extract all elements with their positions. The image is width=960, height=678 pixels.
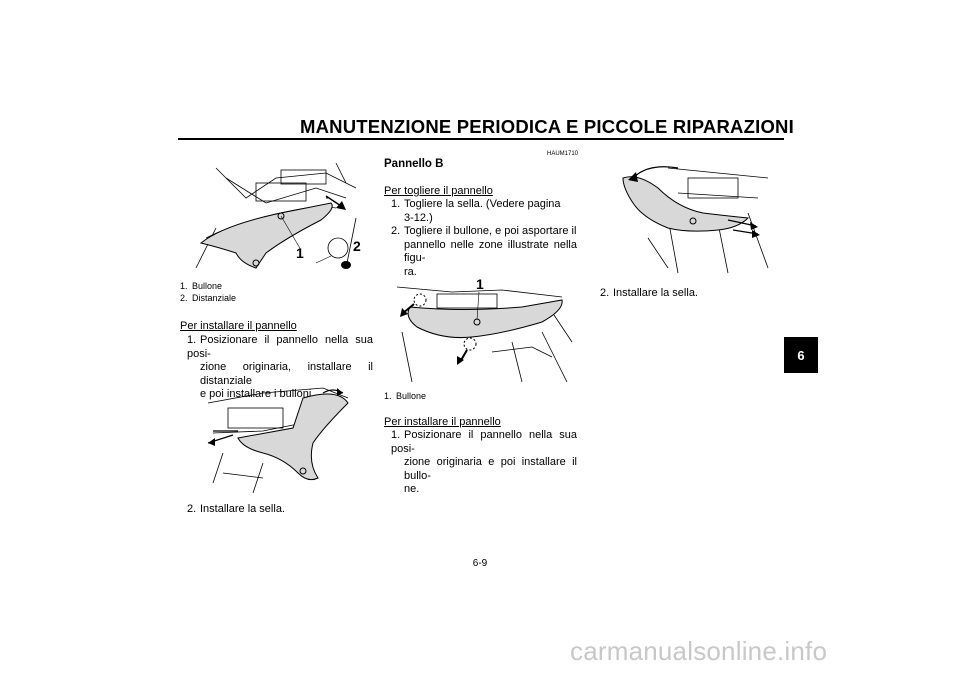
install-heading-b: Per installare il pannello	[384, 416, 501, 428]
callout-2: 2	[353, 238, 361, 254]
install-b-step-2: 2.Installare la sella.	[600, 287, 698, 299]
page-title: MANUTENZIONE PERIODICA E PICCOLE RIPARAZ…	[300, 116, 794, 137]
remove-heading: Per togliere il pannello	[384, 185, 493, 197]
callout-1: 1	[476, 276, 484, 292]
callout-1: 1	[296, 245, 304, 261]
figure-panel-installed	[203, 383, 353, 495]
chapter-tab: 6	[784, 337, 818, 373]
page-number: 6-9	[472, 558, 488, 569]
figure2-caption: 1. Bullone	[384, 390, 426, 402]
caption-item: 1. Bullone	[384, 391, 427, 401]
section-title: Pannello B	[384, 158, 444, 170]
figure1-caption: 1. Bullone 2. Distanziale	[180, 280, 236, 304]
install-step-2: 2.Installare la sella.	[187, 503, 285, 515]
header-rule	[178, 138, 784, 140]
watermark: carmanualsonline.info	[570, 636, 828, 666]
doc-code: HAUM1710	[546, 151, 578, 157]
remove-step-1: 1.Togliere la sella. (Vedere pagina 3-12…	[391, 198, 561, 224]
install-b-step-1: 1.Posizionare il pannello nella sua posi…	[391, 429, 577, 495]
caption-item: 2. Distanziale	[180, 293, 237, 303]
caption-item: 1. Bullone	[180, 281, 223, 291]
figure-panel-b-remove: 1	[392, 272, 578, 384]
figure-panel-b-install	[608, 158, 778, 278]
remove-step-2: 2.Togliere il bullone, e poi asportare i…	[391, 225, 577, 278]
figure-panel-install-bolts: 1 2	[186, 158, 366, 278]
install-heading: Per installare il pannello	[180, 320, 297, 332]
